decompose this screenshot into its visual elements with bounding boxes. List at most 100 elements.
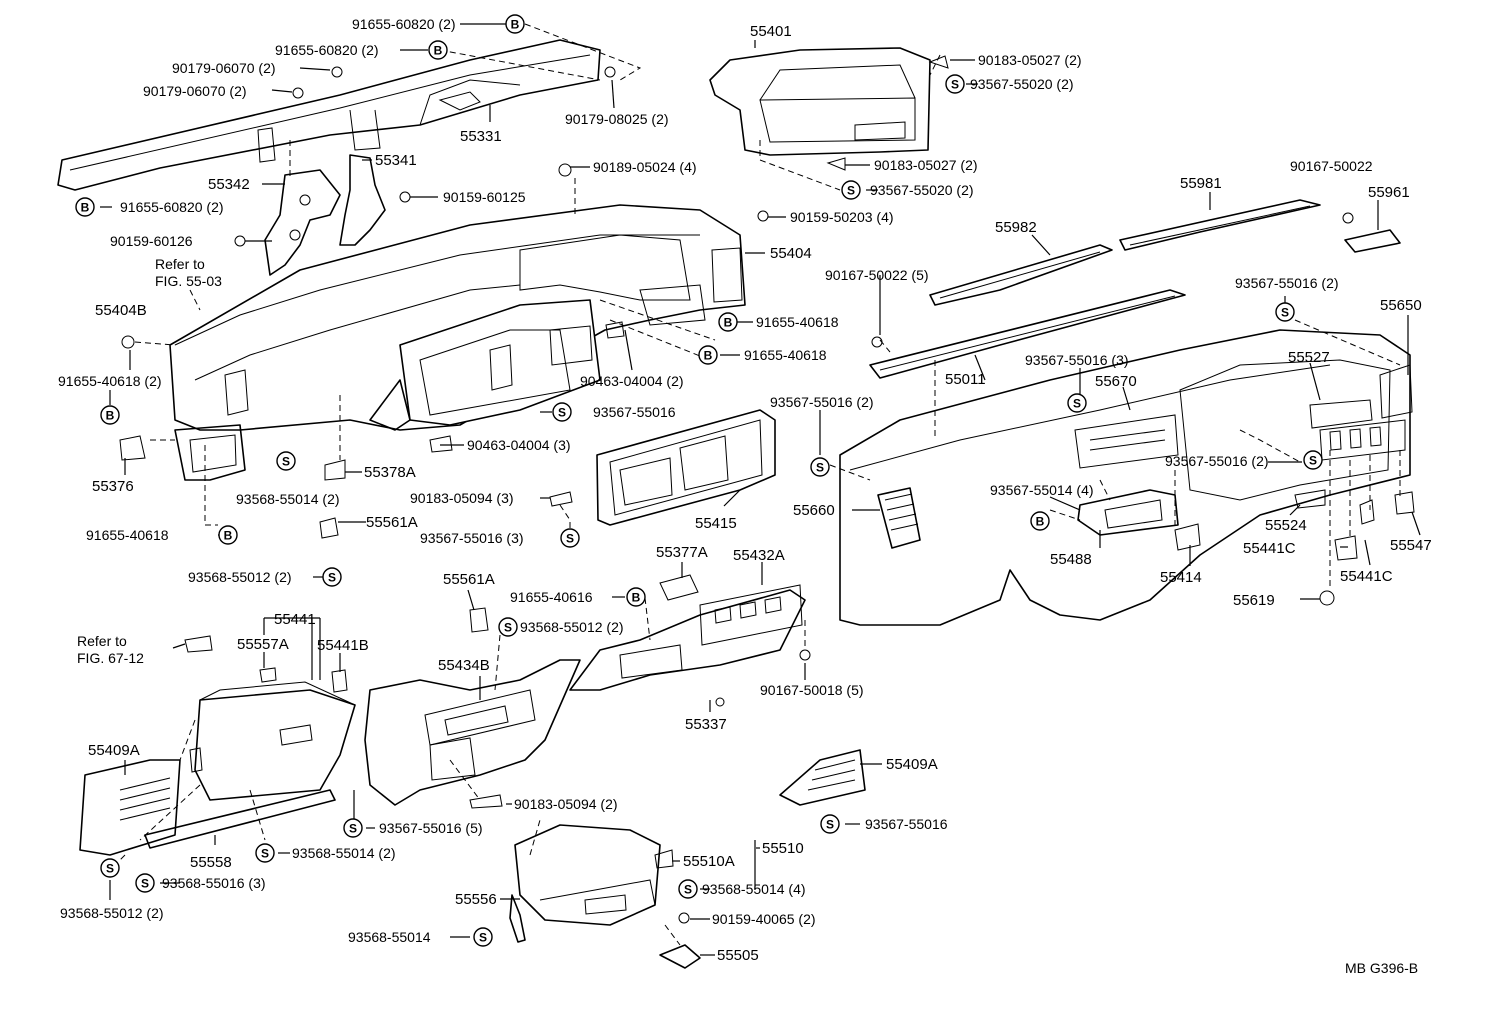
screw-mark-letter: S [504,621,512,635]
screw-mark-icon [1303,450,1323,470]
label-55441: 55441 [274,611,316,628]
label-91655-40618-b: 91655-40618 [744,347,827,363]
label-refer-to-b: Refer to [77,633,127,649]
label-93567-55016-3a: 93567-55016 (3) [1025,352,1129,368]
label-91655-40618-a: 91655-40618 [756,314,839,330]
label-55441C-b: 55441C [1340,568,1393,585]
label-93567-55020-2b: 93567-55020 (2) [870,182,974,198]
leader-lines [100,23,1421,956]
screw-mark-letter: S [566,532,574,546]
label-fig-55-03: FIG. 55-03 [155,273,222,289]
screw-mark-letter: S [816,461,824,475]
label-55409A-a: 55409A [88,742,140,759]
label-55414: 55414 [1160,569,1202,586]
screw-mark-letter: S [684,883,692,897]
label-55557A: 55557A [237,636,289,653]
screw-mark-letter: S [479,931,487,945]
bolt-mark-letter: B [511,18,520,32]
label-93568-55014-4: 93568-55014 (4) [702,881,806,897]
screw-mark-icon [343,818,363,838]
label-55556: 55556 [455,891,497,908]
screw-mark-letter: S [558,406,566,420]
label-93567-55016-a: 93567-55016 [593,404,676,420]
screw-mark-letter: S [282,455,290,469]
label-55561A-b: 55561A [443,571,495,588]
label-55409A-b: 55409A [886,756,938,773]
bolt-mark-letter: B [704,349,713,363]
screw-mark-icon [498,617,518,637]
bolt-mark-letter: B [724,316,733,330]
screw-mark-letter: S [106,862,114,876]
label-90179-06070-b: 90179-06070 (2) [143,83,247,99]
label-93567-55016-2b: 93567-55016 (2) [770,394,874,410]
screw-mark-icon [678,879,698,899]
bolt-mark-letter: B [106,409,115,423]
screw-mark-letter: S [261,847,269,861]
screw-mark-icon [560,528,580,548]
bolt-mark-icon [626,587,646,607]
label-55558: 55558 [190,854,232,871]
label-90159-60126: 90159-60126 [110,233,193,249]
label-55434B: 55434B [438,657,490,674]
label-90159-60125: 90159-60125 [443,189,526,205]
screw-mark-icon [820,814,840,834]
label-fig-67-12: FIG. 67-12 [77,650,144,666]
label-93568-55012-2c: 93568-55012 (2) [60,905,164,921]
label-55510A: 55510A [683,853,735,870]
label-55441C-a: 55441C [1243,540,1296,557]
screw-mark-icon [810,457,830,477]
screw-mark-icon [276,451,296,471]
bolt-mark-icon [100,405,120,425]
label-93567-55016-b: 93567-55016 [865,816,948,832]
label-93567-55016-3b: 93567-55016 (3) [420,530,524,546]
label-93567-55016-2c: 93567-55016 (2) [1165,453,1269,469]
label-55404B: 55404B [95,302,147,319]
figure-code: MB G396-B [1345,960,1418,976]
screw-mark-icon [473,927,493,947]
label-55547: 55547 [1390,537,1432,554]
label-55404: 55404 [770,245,812,262]
label-55341: 55341 [375,152,417,169]
label-55441B: 55441B [317,637,369,654]
label-93568-55014-2a: 93568-55014 (2) [236,491,340,507]
label-91655-60820-2b: 91655-60820 (2) [275,42,379,58]
label-refer-to-a: Refer to [155,256,205,272]
label-55982: 55982 [995,219,1037,236]
label-93567-55014-4: 93567-55014 (4) [990,482,1094,498]
label-55342: 55342 [208,176,250,193]
bolt-mark-letter: B [1036,515,1045,529]
screw-mark-icon [322,567,342,587]
bolt-mark-letter: B [632,591,641,605]
label-55378A: 55378A [364,464,416,481]
label-55505: 55505 [717,947,759,964]
label-90179-06070-a: 90179-06070 (2) [172,60,276,76]
label-55660: 55660 [793,502,835,519]
label-55670: 55670 [1095,373,1137,390]
label-90167-50022: 90167-50022 [1290,158,1373,174]
screw-mark-letter: S [328,571,336,585]
label-91655-40618-2: 91655-40618 (2) [58,373,162,389]
screw-mark-letter: S [349,822,357,836]
bolt-mark-icon [75,197,95,217]
label-55337: 55337 [685,716,727,733]
label-93567-55016-2a: 93567-55016 (2) [1235,275,1339,291]
label-93568-55014: 93568-55014 [348,929,431,945]
label-90159-40065-2: 90159-40065 (2) [712,911,816,927]
screw-mark-icon [552,402,572,422]
label-55488: 55488 [1050,551,1092,568]
bolt-mark-icon [218,525,238,545]
label-55961: 55961 [1368,184,1410,201]
part-labels: 91655-60820 (2) 91655-60820 (2) 90179-06… [58,16,1432,976]
label-55377A: 55377A [656,544,708,561]
screw-mark-icon [841,180,861,200]
bolt-mark-icon [718,312,738,332]
label-93568-55016-3: 93568-55016 (3) [162,875,266,891]
label-90167-50018-5: 90167-50018 (5) [760,682,864,698]
bolt-mark-icon [428,40,448,60]
screw-mark-icon [135,873,155,893]
label-91655-60820-c: 91655-60820 (2) [120,199,224,215]
label-93568-55012-2b: 93568-55012 (2) [520,619,624,635]
screw-mark-letter: S [1281,306,1289,320]
screw-mark-icon [945,74,965,94]
